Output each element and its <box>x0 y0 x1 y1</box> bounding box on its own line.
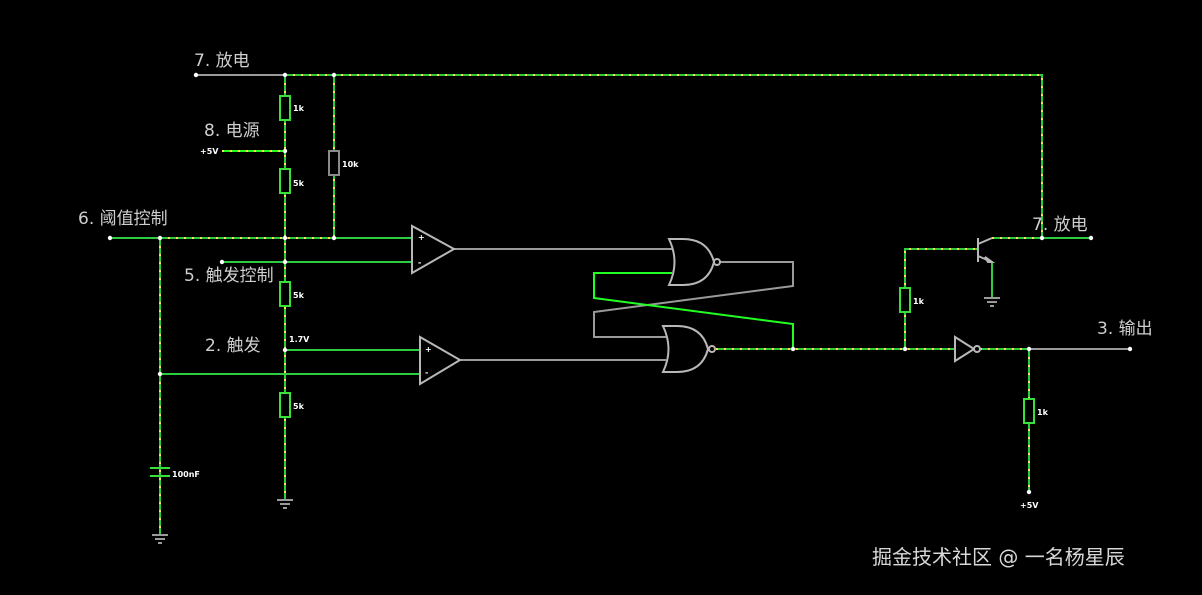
comparator-threshold-minus: - <box>418 258 421 267</box>
wires <box>110 74 1130 535</box>
pin-labels: 7. 放电 8. 电源 6. 阈值控制 5. 触发控制 2. 触发 7. 放电 … <box>78 51 1153 356</box>
value-r-10k: 10k <box>342 160 359 169</box>
comparator-trigger-plus: + <box>425 345 432 354</box>
comparator-threshold <box>411 224 457 275</box>
wire-feedback-top <box>593 261 794 338</box>
resistor-5k-lower <box>279 392 291 418</box>
value-r-5k-b: 5k <box>293 291 305 300</box>
ground-icon <box>277 499 293 509</box>
logic-gates <box>661 238 981 373</box>
wire-feedback-bottom <box>593 272 794 349</box>
value-r-5k-c: 5k <box>293 402 305 411</box>
component-values: 1k 10k 5k 5k 5k 1k 1k +5V +5V 100nF 1.7V… <box>172 104 1049 510</box>
label-trigger: 2. 触发 <box>205 336 261 356</box>
resistor-10k <box>328 150 340 176</box>
ground-icon <box>984 297 1000 307</box>
capacitor <box>150 467 170 477</box>
label-threshold: 6. 阈值控制 <box>78 209 168 229</box>
inverter-bubble <box>973 345 981 353</box>
nor-gate-bottom-bubble <box>708 345 716 353</box>
comparator-trigger <box>419 335 462 386</box>
label-control: 5. 触发控制 <box>184 266 274 286</box>
wire-discharge-bus <box>285 74 1043 238</box>
ground-icon <box>152 534 168 544</box>
label-discharge-right: 7. 放电 <box>1032 215 1088 235</box>
resistor-5k-middle <box>279 281 291 307</box>
resistor-1k-output <box>1023 398 1035 424</box>
value-r-5k-a: 5k <box>293 179 305 188</box>
junction-nodes <box>107 72 1133 495</box>
label-power: 8. 电源 <box>204 121 260 141</box>
resistors <box>279 95 1035 424</box>
resistor-5k-upper <box>279 168 291 194</box>
value-cap: 100nF <box>172 470 200 479</box>
value-r-top: 1k <box>293 104 305 113</box>
comparators <box>411 224 462 386</box>
watermark: 掘金技术社区 @ 一名杨星辰 <box>872 545 1125 569</box>
nor-gate-bottom <box>661 325 710 373</box>
value-vcc-bottom: +5V <box>1020 501 1039 510</box>
inverter-output <box>954 335 976 363</box>
nor-gate-top <box>667 238 716 286</box>
value-vcc-left: +5V <box>200 147 219 156</box>
nor-gate-top-bubble <box>713 258 721 266</box>
comparator-trigger-minus: - <box>425 368 428 377</box>
value-v-ref: 1.7V <box>289 335 310 344</box>
current-discharge-bus <box>285 74 1043 238</box>
resistor-1k-base <box>899 287 911 313</box>
comparator-threshold-plus: + <box>418 233 425 242</box>
label-output: 3. 输出 <box>1097 319 1153 339</box>
value-r-base: 1k <box>913 297 925 306</box>
resistor-1k-top <box>279 95 291 121</box>
current-base-branch <box>904 248 978 349</box>
ground-symbols <box>152 297 1000 544</box>
label-discharge-top: 7. 放电 <box>194 51 250 71</box>
value-r-out: 1k <box>1037 408 1049 417</box>
discharge-transistor <box>977 237 996 263</box>
